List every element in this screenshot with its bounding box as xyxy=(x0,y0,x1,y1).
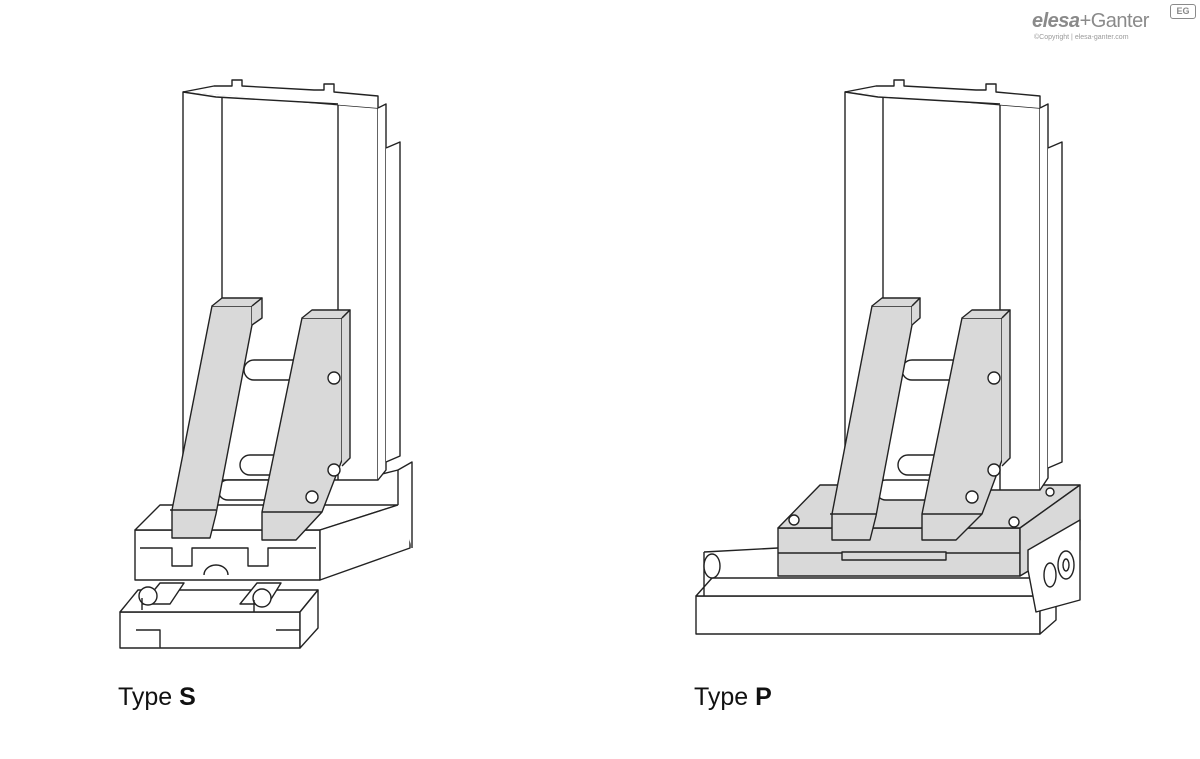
caption-type-p: Type P xyxy=(694,683,772,712)
type-s-clamp-arms xyxy=(170,297,351,541)
type-s-rail-profile xyxy=(119,582,319,649)
type-s-carriage xyxy=(134,461,413,581)
elesa-ganter-logo: elesa+Ganter ©Copyright | elesa-ganter.c… xyxy=(1030,4,1198,46)
logo-brand-plus: + xyxy=(1079,10,1092,32)
logo-badge: EG xyxy=(1170,4,1196,19)
caption-type-s-prefix: Type xyxy=(118,683,180,711)
logo-copyright: ©Copyright | elesa-ganter.com xyxy=(1034,34,1129,41)
type-p-end-block xyxy=(1027,519,1081,613)
type-p-rail-profile xyxy=(695,547,1057,635)
caption-type-s-letter: S xyxy=(179,683,196,711)
caption-type-p-prefix: Type xyxy=(694,683,756,711)
type-p-clamp-arms xyxy=(830,297,1011,541)
type-p-assembly xyxy=(695,79,1081,635)
logo-wordmark: elesa+Ganter xyxy=(1032,10,1149,33)
type-s-screws xyxy=(305,371,341,504)
caption-type-p-letter: P xyxy=(755,683,772,711)
type-s-assembly xyxy=(119,79,413,649)
type-p-plate-screws xyxy=(788,487,1055,528)
type-p-screws xyxy=(965,371,1001,504)
logo-brand-right: Ganter xyxy=(1090,10,1150,32)
logo-brand-left: elesa xyxy=(1032,10,1080,32)
caption-type-s: Type S xyxy=(118,683,196,712)
